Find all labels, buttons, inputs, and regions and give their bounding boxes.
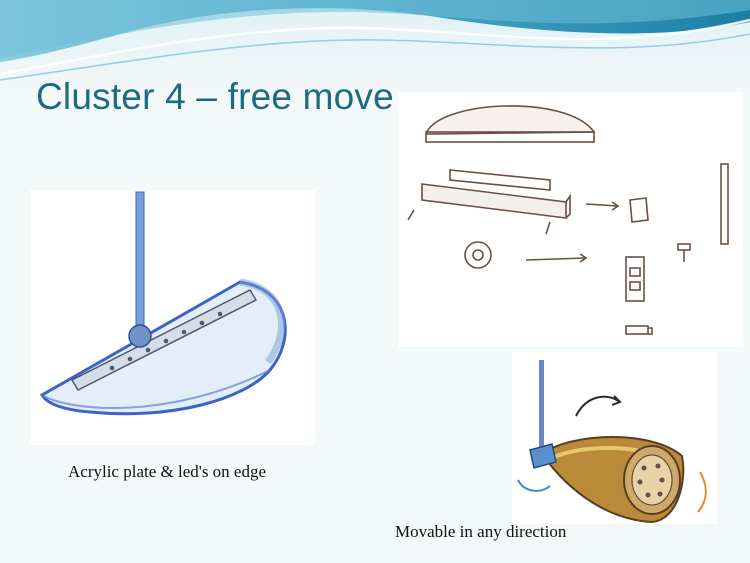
exploded-parts-sketch: [398, 92, 743, 347]
header-wave-decoration: [0, 0, 750, 90]
caption-acrylic-plate: Acrylic plate & led's on edge: [68, 462, 267, 481]
movable-head-sketch: [512, 352, 717, 524]
acrylic-plate-sketch: [30, 190, 315, 445]
caption-movable: Movable in any direction: [395, 522, 567, 541]
slide-title: Cluster 4 – free move: [36, 76, 394, 117]
